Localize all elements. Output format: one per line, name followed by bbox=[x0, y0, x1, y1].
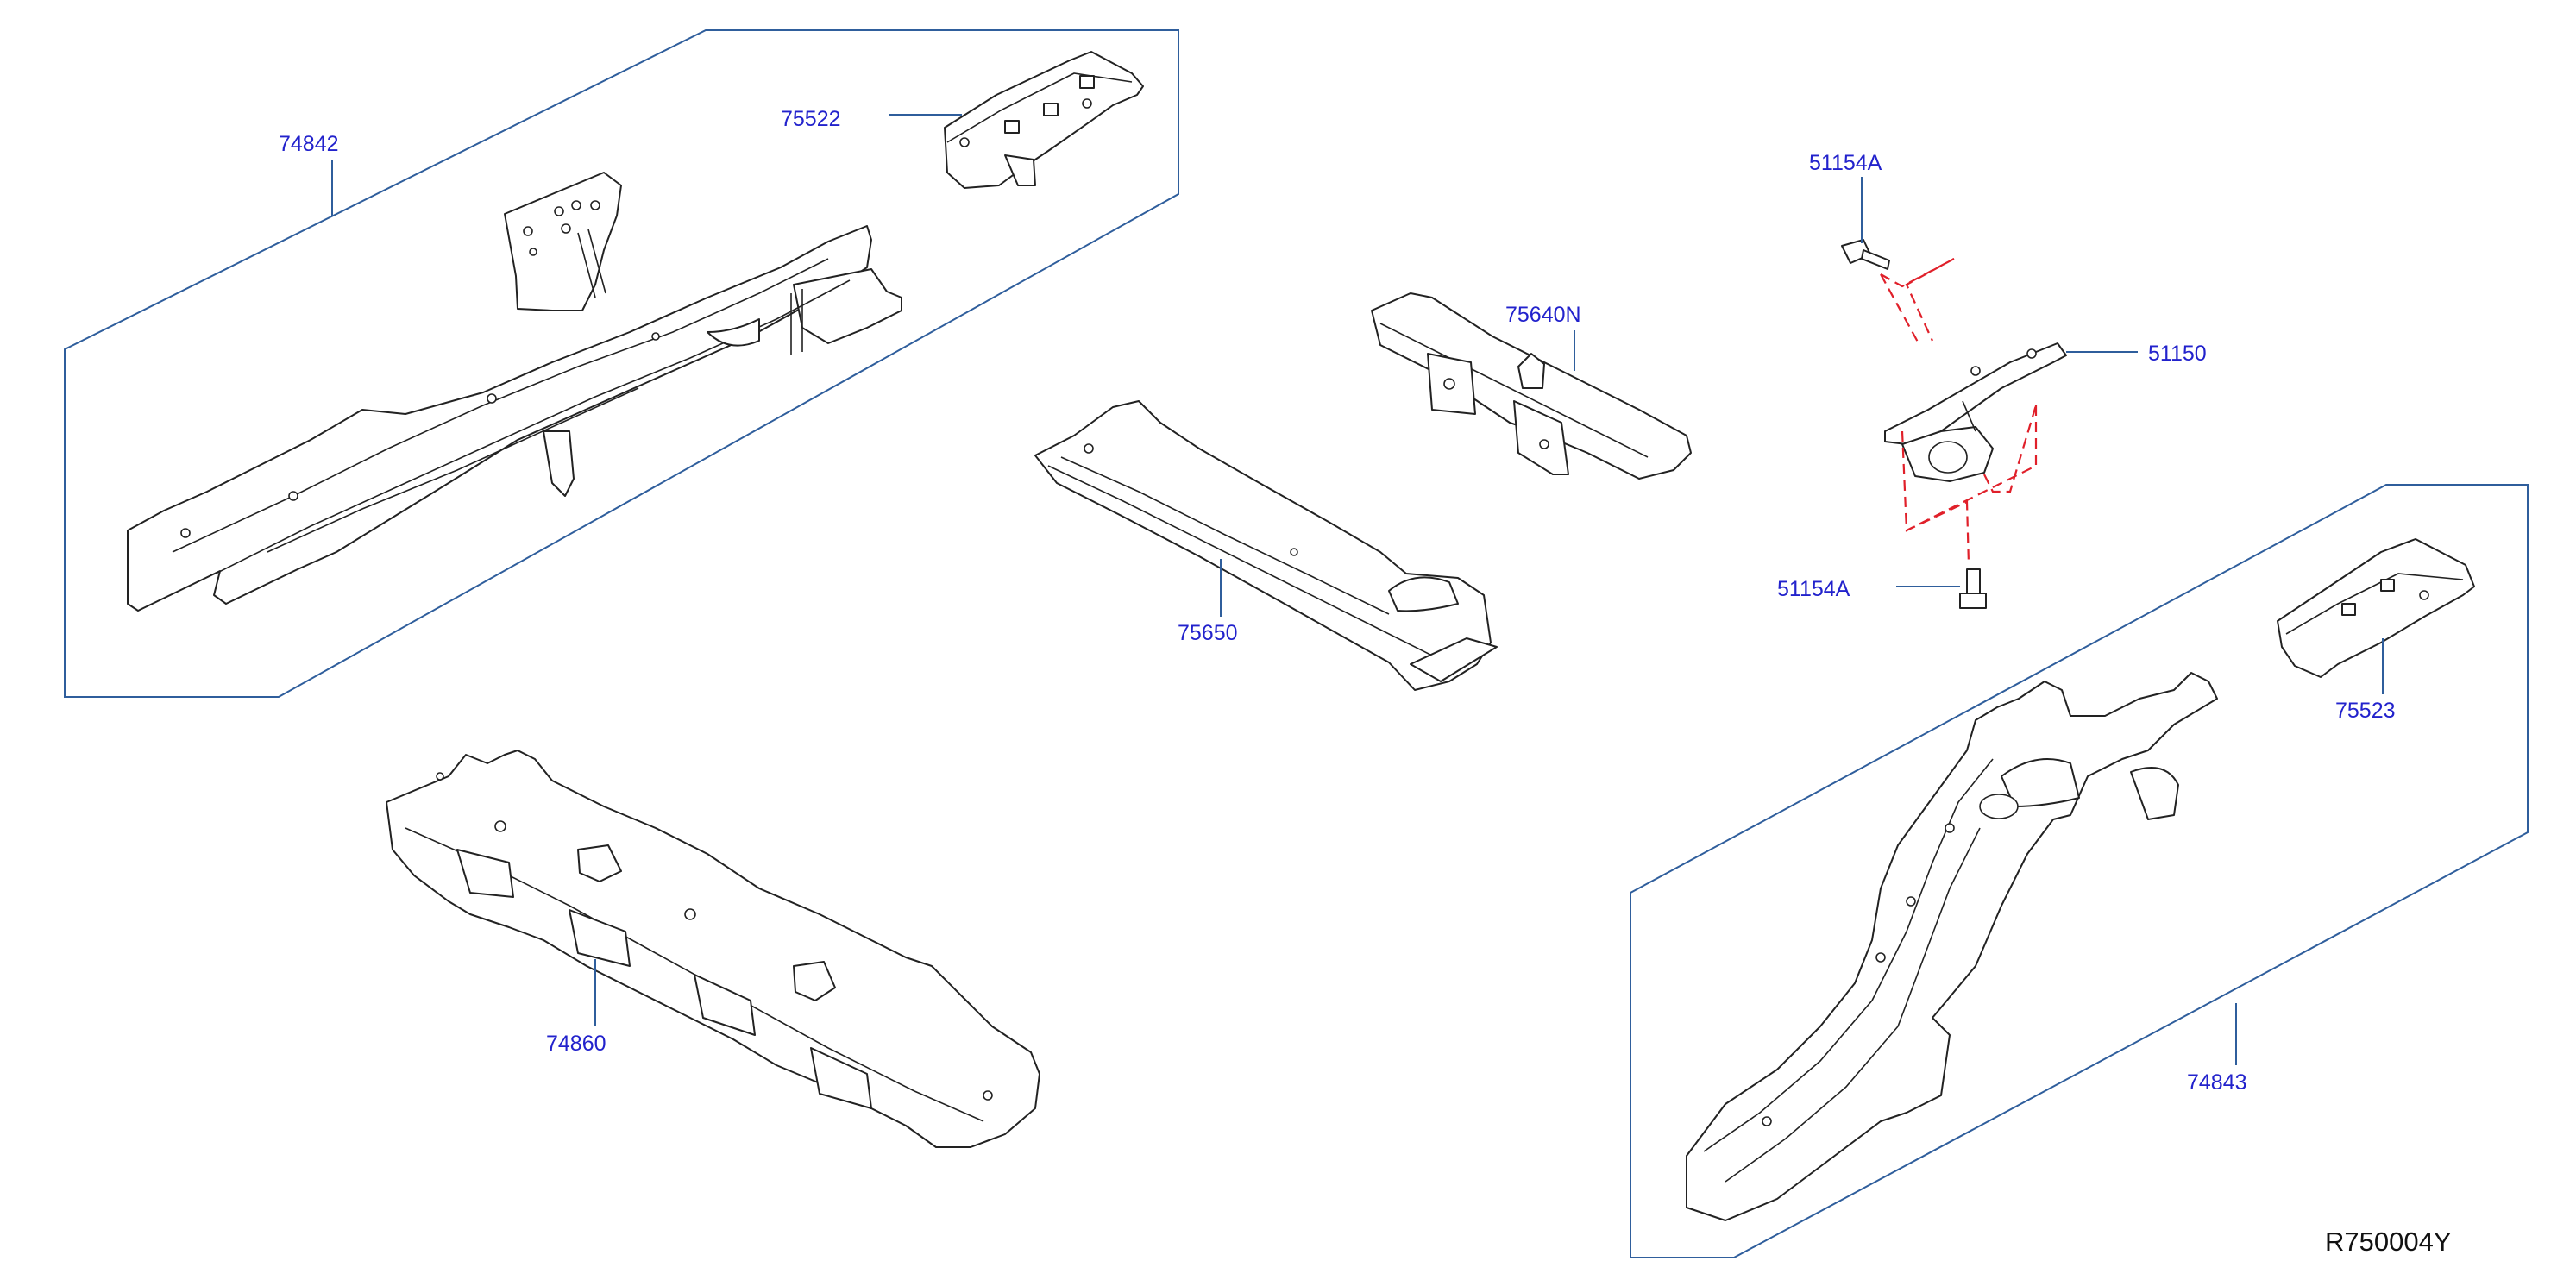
label-74843: 74843 bbox=[2187, 1070, 2247, 1095]
leader-lines bbox=[331, 114, 2384, 1065]
diagram-reference-code: R750004Y bbox=[2325, 1227, 2452, 1257]
assembly-dashes bbox=[1880, 258, 2038, 566]
part-75640N-crossmember bbox=[1371, 292, 1692, 480]
frame-right-rail-group bbox=[1630, 484, 2529, 1258]
label-74842: 74842 bbox=[279, 132, 339, 156]
label-51154A-bottom: 51154A bbox=[1777, 577, 1850, 601]
part-75522-bracket bbox=[944, 51, 1144, 189]
label-75522: 75522 bbox=[781, 107, 841, 131]
bolt-51154A-top bbox=[1841, 239, 1890, 270]
part-75523-bracket bbox=[2277, 538, 2475, 678]
label-74860: 74860 bbox=[546, 1032, 606, 1056]
part-74860-floor-member bbox=[386, 750, 1040, 1148]
label-51154A-top: 51154A bbox=[1809, 151, 1882, 175]
part-51150-mount bbox=[1884, 342, 2067, 482]
label-75523: 75523 bbox=[2335, 699, 2396, 723]
part-74842-side-member bbox=[127, 172, 902, 612]
label-75650: 75650 bbox=[1178, 621, 1238, 645]
frame-left-rail-group bbox=[64, 29, 1179, 698]
part-74843-side-member bbox=[1686, 672, 2218, 1221]
label-51150: 51150 bbox=[2148, 342, 2207, 366]
part-75650-crossmember bbox=[1034, 400, 1498, 691]
label-75640N: 75640N bbox=[1505, 303, 1581, 327]
bolt-51154A-bottom bbox=[1959, 568, 1987, 609]
